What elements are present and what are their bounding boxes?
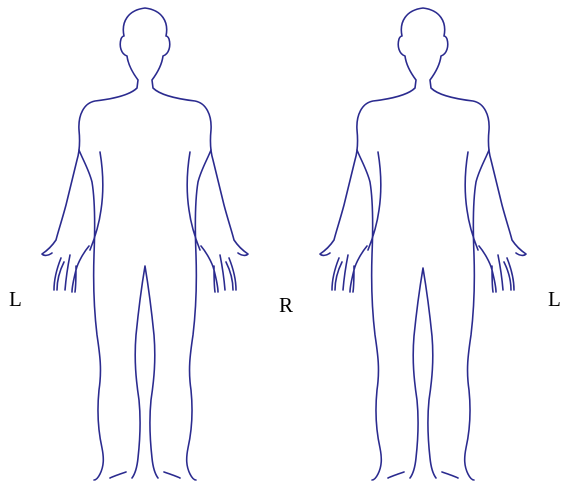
back-arms-inner-outline	[368, 152, 478, 250]
left-side-label-back: L	[548, 289, 561, 310]
front-body-figure	[42, 8, 248, 480]
right-side-label-middle: R	[279, 295, 293, 316]
front-head-outline	[42, 8, 248, 255]
back-legs-inner-outline	[388, 268, 458, 478]
front-body-right-outline	[187, 150, 236, 480]
back-body-figure	[320, 8, 526, 480]
back-body-right-outline	[465, 150, 514, 480]
left-side-label-front: L	[9, 289, 22, 310]
back-body-left-outline	[332, 150, 381, 480]
front-legs-inner-outline	[110, 266, 180, 478]
front-body-left-outline	[54, 150, 103, 480]
back-head-outline	[320, 8, 526, 255]
front-arms-inner-outline	[90, 152, 200, 250]
